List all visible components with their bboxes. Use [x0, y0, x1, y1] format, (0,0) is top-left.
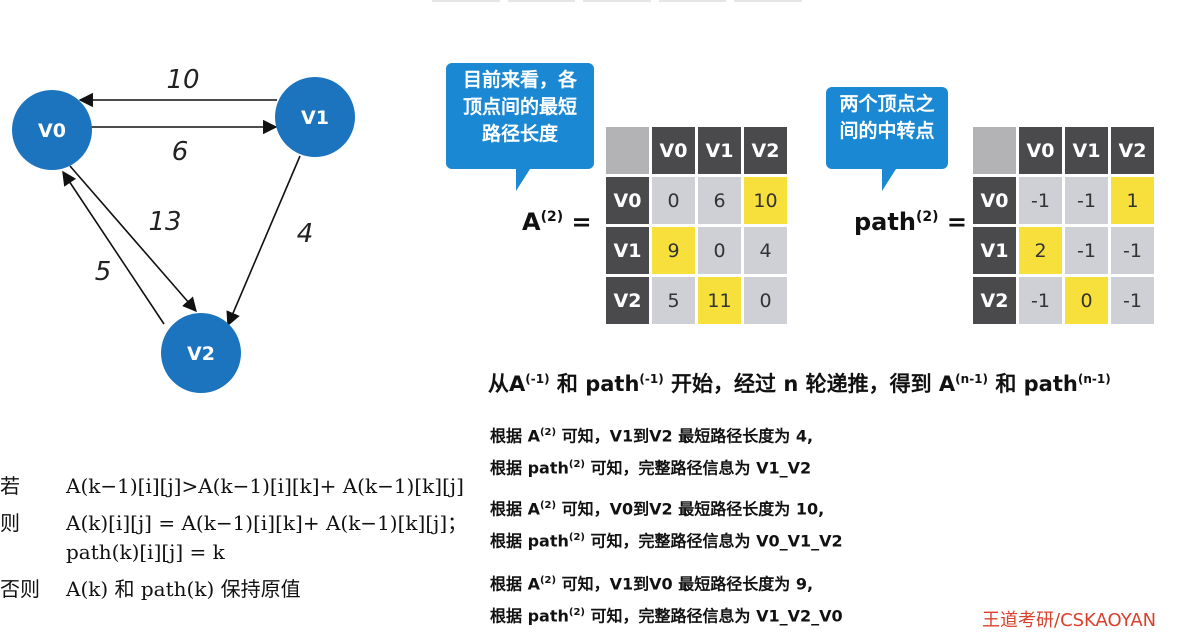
matrix-path: V0 V1 V2 V0 -1 -1 1 V1 2 -1 -1 V2 -1 0 -… [970, 124, 1157, 327]
matrix-cell-highlighted: 0 [1062, 274, 1111, 327]
matrix-cell-highlighted: 9 [649, 224, 698, 277]
matrix-cell: -1 [1062, 224, 1111, 277]
edge-weight-label: 10 [166, 65, 199, 95]
matrix-cell: -1 [1062, 174, 1111, 227]
row-header: V0 [603, 174, 652, 227]
row-header: V0 [970, 174, 1019, 227]
matrix-cell: 4 [741, 224, 790, 277]
matrix-cell-highlighted: 11 [695, 274, 744, 327]
matrix-a: V0 V1 V2 V0 0 6 10 V1 9 0 4 V2 5 11 0 [603, 124, 790, 327]
callout-line: 两个顶点之 [839, 93, 935, 115]
note-line: 根据 path(2) 可知，完整路径信息为 V1_V2_V0 [490, 606, 843, 626]
edge-V0-V2 [69, 165, 197, 313]
matrix-a-label: A(2) = [522, 208, 592, 236]
matrix-cell: 6 [695, 174, 744, 227]
summary-line: 从A(-1) 和 path(-1) 开始，经过 n 轮递推，得到 A(n-1) … [488, 372, 1111, 396]
top-decoration [432, 0, 802, 2]
col-header: V2 [741, 124, 790, 177]
callout-line: 路径长度 [481, 123, 558, 145]
callout-intermediate-vertex: 两个顶点之 间的中转点 [826, 87, 948, 191]
edge-V1-V2 [226, 155, 301, 327]
col-header: V0 [1016, 124, 1065, 177]
note-line: 根据 A(2) 可知，V1到V0 最短路径长度为 9, [490, 574, 814, 594]
col-header: V2 [1108, 124, 1157, 177]
note-line: 根据 A(2) 可知，V1到V2 最短路径长度为 4, [490, 426, 814, 446]
row-header: V2 [970, 274, 1019, 327]
row-header: V1 [603, 224, 652, 277]
matrix-cell-highlighted: 2 [1016, 224, 1065, 277]
matrix-cell: 0 [695, 224, 744, 277]
row-header: V1 [970, 224, 1019, 277]
row-header: V2 [603, 274, 652, 327]
col-header: V1 [695, 124, 744, 177]
node-V0 [12, 90, 92, 170]
matrix-cell: 0 [649, 174, 698, 227]
path-note: 根据 A(2) 可知，V1到V2 最短路径长度为 4, 根据 path(2) 可… [490, 418, 813, 483]
node-label: V1 [301, 107, 329, 129]
callout-shortest-length: 目前来看，各 顶点间的最短 路径长度 [446, 63, 594, 191]
matrix-corner [970, 124, 1019, 177]
col-header: V1 [1062, 124, 1111, 177]
edge-weight-label: 5 [95, 257, 112, 287]
note-line: 根据 A(2) 可知，V0到V2 最短路径长度为 10, [490, 499, 825, 519]
matrix-cell: -1 [1108, 224, 1157, 277]
note-line: 根据 path(2) 可知，完整路径信息为 V1_V2 [490, 458, 812, 478]
matrix-cell: 0 [741, 274, 790, 327]
matrix-cell-highlighted: 10 [741, 174, 790, 227]
matrix-cell: -1 [1016, 274, 1065, 327]
node-label: V2 [187, 343, 215, 365]
matrix-cell-highlighted: 1 [1108, 174, 1157, 227]
matrix-path-label: path(2) = [854, 208, 967, 236]
matrix-cell: 5 [649, 274, 698, 327]
edge-weight-label: 4 [297, 219, 314, 249]
edge-V2-V0 [62, 170, 165, 325]
matrix-cell: -1 [1016, 174, 1065, 227]
rule-then-path: path(k)[i][j] = k [66, 540, 225, 564]
matrix-cell: -1 [1108, 274, 1157, 327]
edge-weight-label: 13 [148, 207, 181, 237]
node-V1 [275, 77, 355, 157]
callout-line: 间的中转点 [839, 120, 935, 142]
path-note: 根据 A(2) 可知，V1到V0 最短路径长度为 9, 根据 path(2) 可… [490, 566, 843, 631]
col-header: V0 [649, 124, 698, 177]
watermark: 王道考研/CSKAOYAN [982, 610, 1157, 631]
path-note: 根据 A(2) 可知，V0到V2 最短路径长度为 10, 根据 path(2) … [490, 491, 843, 556]
node-V2 [161, 313, 241, 393]
note-line: 根据 path(2) 可知，完整路径信息为 V0_V1_V2 [490, 531, 843, 551]
callout-line: 目前来看，各 [462, 69, 577, 91]
callout-line: 顶点间的最短 [462, 96, 577, 118]
edge-weight-label: 6 [172, 137, 189, 167]
matrix-corner [603, 124, 652, 177]
node-label: V0 [38, 120, 66, 142]
